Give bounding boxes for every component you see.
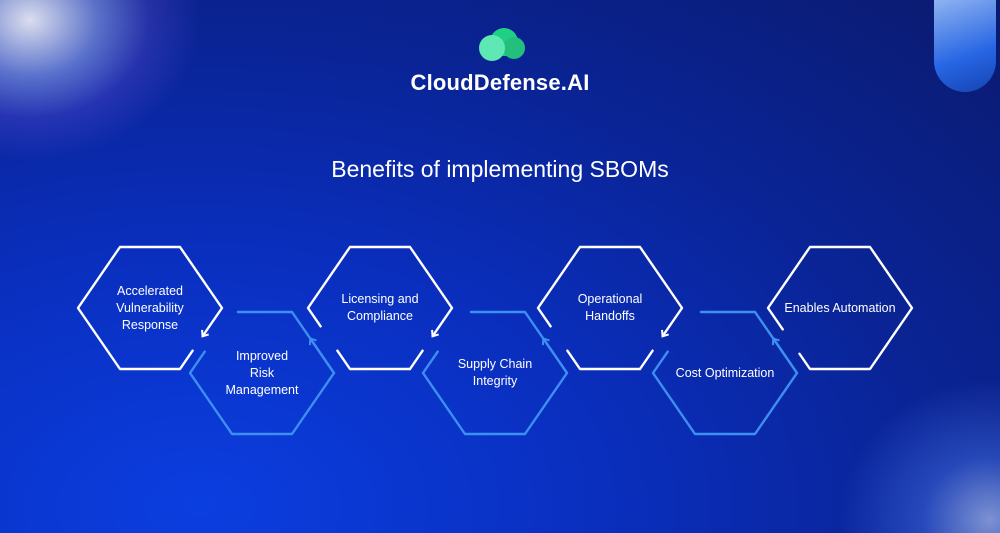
hexagon-outline — [76, 245, 224, 371]
shield-icon — [934, 0, 996, 92]
step-label: Enables Automation — [784, 300, 896, 315]
brand-logo: CloudDefense.AI — [0, 26, 1000, 96]
step-label: Accelerated Vulnerability Response — [116, 283, 184, 332]
page-title: Benefits of implementing SBOMs — [331, 156, 669, 182]
hexagon-outline — [766, 245, 914, 371]
step-label: Operational Handoffs — [577, 292, 643, 323]
hexagon-outline — [566, 349, 642, 371]
hexagon-outline — [408, 349, 424, 371]
hexagon-outline — [536, 245, 684, 338]
hexagon-outline — [336, 349, 412, 371]
brand-name: CloudDefense.AI — [410, 70, 590, 95]
hexagon-outline — [421, 337, 569, 436]
hexagon-outline — [188, 337, 336, 436]
hexagon-outline — [638, 349, 654, 371]
step-label: Improved Risk Management — [225, 348, 299, 397]
step-label: Cost Optimization — [675, 365, 775, 380]
hexagon-outline — [306, 245, 454, 338]
step-label: Licensing and Compliance — [341, 292, 419, 323]
step-label: Supply Chain Integrity — [457, 357, 533, 388]
cloud-logo-icon — [479, 28, 525, 61]
hexagon-outline — [651, 337, 799, 436]
